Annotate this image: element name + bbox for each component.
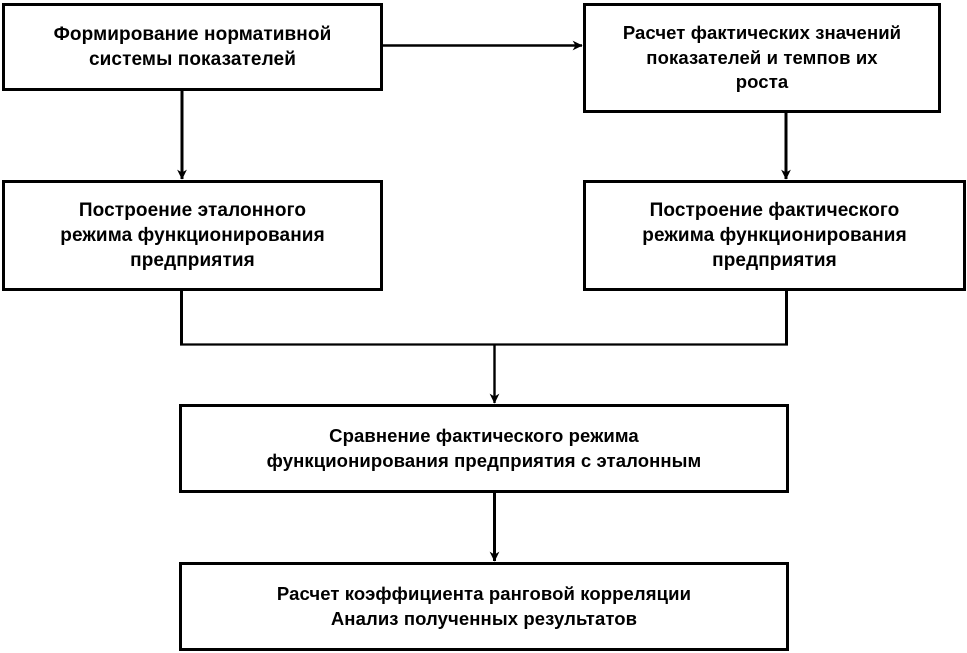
node-actual-values[interactable]: Расчет фактических значений показателей … <box>583 3 941 113</box>
node-actual-mode-label: Построение фактического режима функциони… <box>642 199 907 272</box>
node-rank-correlation[interactable]: Расчет коэффициента ранговой корреляции … <box>179 562 789 651</box>
node-actual-mode[interactable]: Построение фактического режима функциони… <box>583 180 966 291</box>
node-comparison[interactable]: Сравнение фактического режима функционир… <box>179 404 789 493</box>
node-normative-system[interactable]: Формирование нормативной системы показат… <box>2 3 383 91</box>
node-rank-correlation-label: Расчет коэффициента ранговой корреляции … <box>276 583 692 629</box>
node-comparison-label: Сравнение фактического режима функционир… <box>266 425 702 471</box>
node-normative-system-label: Формирование нормативной системы показат… <box>53 23 332 70</box>
node-reference-mode[interactable]: Построение эталонного режима функциониро… <box>2 180 383 291</box>
node-actual-values-label: Расчет фактических значений показателей … <box>622 22 902 93</box>
node-reference-mode-label: Построение эталонного режима функциониро… <box>60 199 325 272</box>
